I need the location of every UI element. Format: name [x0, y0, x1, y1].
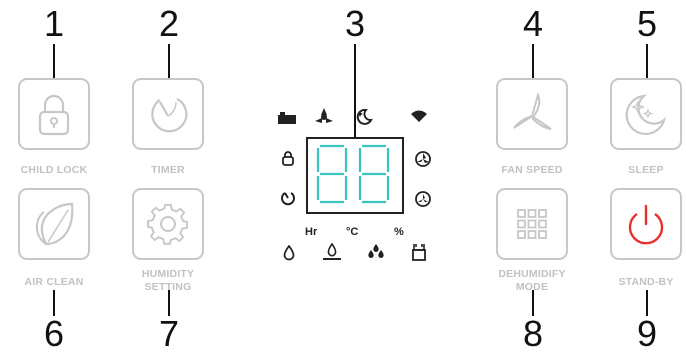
humidity-setting-label-line2: SETTING	[144, 281, 192, 293]
padlock-icon	[38, 94, 70, 136]
dehumidify-drain-icon	[412, 244, 426, 261]
digit-right	[358, 144, 390, 204]
led-display	[306, 137, 404, 214]
gear-icon	[147, 203, 188, 245]
seven-segment-digits	[316, 144, 390, 204]
callout-2: 2	[158, 3, 180, 44]
fan-mode-icon	[315, 108, 333, 123]
leader-line-8	[532, 290, 534, 316]
humidity-setting-button[interactable]	[132, 188, 204, 260]
leader-line-4	[532, 44, 534, 78]
fan-speed-button[interactable]	[496, 78, 568, 150]
callout-7: 7	[158, 313, 180, 354]
child-lock-indicator-icon	[282, 151, 294, 166]
fan-high-indicator-icon	[415, 151, 431, 167]
leader-line-9	[646, 290, 648, 316]
child-lock-button[interactable]	[18, 78, 90, 150]
dehumidify-mode-button[interactable]	[496, 188, 568, 260]
humidity-high-icon	[368, 244, 384, 258]
fan-low-indicator-icon	[415, 191, 431, 207]
hours-unit: Hr	[305, 226, 318, 238]
leader-line-2	[168, 44, 170, 78]
callout-3: 3	[344, 3, 366, 44]
dehumidify-mode-label-line2: MODE	[515, 281, 549, 293]
timer-button[interactable]	[132, 78, 204, 150]
callout-6: 6	[43, 313, 65, 354]
standby-label: STAND-BY	[618, 276, 674, 288]
callout-9: 9	[636, 313, 658, 354]
air-clean-button[interactable]	[18, 188, 90, 260]
sleep-label: SLEEP	[628, 164, 664, 176]
wifi-icon	[411, 110, 427, 122]
leader-line-5	[646, 44, 648, 78]
leader-line-1	[53, 44, 55, 78]
callout-1: 1	[43, 3, 65, 44]
water-drop-icon	[283, 245, 295, 261]
leader-line-7	[168, 290, 170, 316]
sleep-mode-icon	[356, 108, 373, 125]
humidity-low-icon	[323, 243, 341, 260]
leader-line-3	[354, 44, 356, 137]
standby-button[interactable]	[610, 188, 682, 260]
child-lock-label: CHILD LOCK	[20, 164, 88, 176]
leader-line-6	[53, 290, 55, 316]
timer-icon	[151, 98, 188, 133]
digit-left	[316, 144, 348, 204]
timer-label: TIMER	[151, 164, 185, 176]
power-icon	[628, 204, 664, 245]
sleep-button[interactable]	[610, 78, 682, 150]
celsius-unit: °C	[346, 226, 359, 238]
humidity-setting-label-line1: HUMIDITY	[141, 268, 195, 280]
air-clean-label: AIR CLEAN	[24, 276, 84, 288]
tank-full-icon	[278, 112, 296, 124]
timer-indicator-icon	[281, 192, 295, 206]
callout-5: 5	[636, 3, 658, 44]
moon-stars-icon	[625, 94, 667, 136]
grid-icon	[517, 209, 547, 239]
fan-icon	[513, 92, 552, 130]
leaf-icon	[35, 202, 74, 246]
callout-4: 4	[522, 3, 544, 44]
percent-unit: %	[394, 226, 404, 238]
callout-8: 8	[522, 313, 544, 354]
dehumidify-mode-label-line1: DEHUMIDIFY	[498, 268, 566, 280]
fan-speed-label: FAN SPEED	[501, 164, 563, 176]
